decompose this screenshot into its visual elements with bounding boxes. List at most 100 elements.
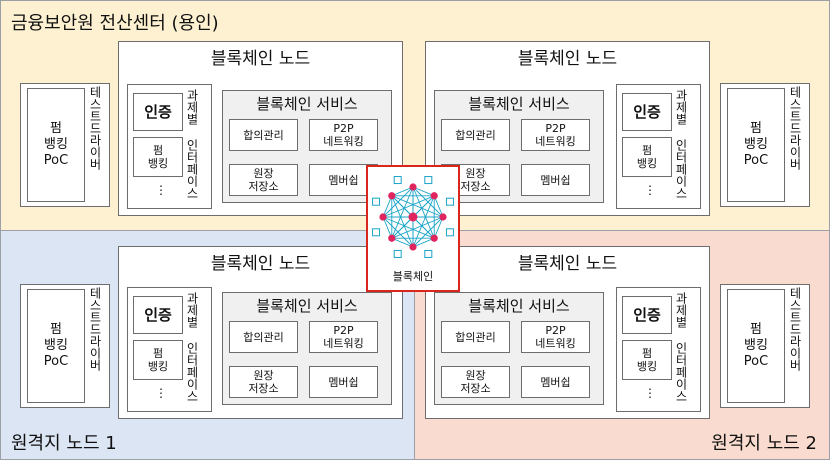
mesh-spoke bbox=[412, 216, 435, 239]
test-driver-box: 펌 뱅킹 PoC 테스트드라이버 bbox=[720, 83, 810, 207]
test-driver-label: 테스트드라이버 bbox=[88, 287, 102, 371]
banking-poc-box: 펌 뱅킹 PoC bbox=[727, 289, 785, 403]
computer-icon bbox=[393, 249, 402, 258]
interface-label: 과제별 인터페이스 bbox=[674, 292, 688, 402]
storage-box: 원장 저장소 bbox=[229, 164, 298, 196]
auth-box: 인증 bbox=[622, 296, 672, 334]
mesh-link bbox=[391, 186, 414, 197]
banking-poc-label: 펌 뱅킹 PoC bbox=[743, 322, 769, 369]
mesh-link bbox=[382, 195, 393, 218]
blockchain-service-box: 블록체인 서비스 합의관리 P2P 네트워킹 원장 저장소 멤버쉽 bbox=[222, 292, 392, 405]
auth-box: 인증 bbox=[622, 93, 672, 131]
mesh-link bbox=[433, 195, 444, 218]
banking-poc-box: 펌 뱅킹 PoC bbox=[27, 88, 85, 202]
auth-interface-box: 인증 펌 뱅킹 ⋮ 과제별 인터페이스 bbox=[616, 84, 701, 209]
consensus-box: 합의관리 bbox=[229, 321, 298, 353]
service-title: 블록체인 서비스 bbox=[468, 297, 570, 315]
p2p-box: P2P 네트워킹 bbox=[521, 119, 590, 151]
region-bottom-left-label: 원격지 노드 1 bbox=[11, 433, 117, 454]
consensus-box: 합의관리 bbox=[441, 119, 510, 151]
node-dot bbox=[430, 234, 438, 242]
test-driver-box: 펌 뱅킹 PoC 테스트드라이버 bbox=[20, 284, 110, 408]
region-top-label: 금융보안원 전산센터 (용인) bbox=[11, 13, 219, 34]
mesh-link bbox=[391, 195, 414, 248]
node-title: 블록체인 노드 bbox=[210, 49, 311, 69]
banking-box: 펌 뱅킹 bbox=[133, 340, 183, 380]
computer-icon bbox=[445, 228, 454, 237]
node-dot bbox=[430, 192, 438, 200]
mesh-link bbox=[412, 186, 435, 197]
banking-box: 펌 뱅킹 bbox=[622, 137, 672, 177]
auth-interface-box: 인증 펌 뱅킹 ⋮ 과제별 인터페이스 bbox=[127, 287, 212, 412]
region-bottom-right-label: 원격지 노드 2 bbox=[711, 433, 817, 454]
blockchain-node: 블록체인 노드 인증 펌 뱅킹 ⋮ 과제별 인터페이스 블록체인 서비스 합의관… bbox=[118, 246, 403, 419]
p2p-box: P2P 네트워킹 bbox=[521, 321, 590, 353]
banking-poc-label: 펌 뱅킹 PoC bbox=[43, 121, 69, 168]
banking-poc-label: 펌 뱅킹 PoC bbox=[43, 322, 69, 369]
blockchain-node: 블록체인 노드 블록체인 서비스 합의관리 P2P 네트워킹 원장 저장소 멤버… bbox=[425, 246, 710, 419]
auth-box: 인증 bbox=[133, 296, 183, 334]
banking-box: 펌 뱅킹 bbox=[133, 137, 183, 177]
computer-icon bbox=[424, 176, 433, 185]
membership-box: 멤버쉽 bbox=[521, 164, 590, 196]
p2p-box: P2P 네트워킹 bbox=[309, 321, 378, 353]
auth-interface-box: 인증 펌 뱅킹 ⋮ 과제별 인터페이스 bbox=[616, 287, 701, 412]
mesh-spoke bbox=[391, 216, 414, 239]
interface-label: 과제별 인터페이스 bbox=[185, 292, 199, 402]
test-driver-label: 테스트드라이버 bbox=[88, 86, 102, 170]
node-title: 블록체인 노드 bbox=[517, 49, 618, 69]
storage-box: 원장 저장소 bbox=[229, 366, 298, 398]
auth-box: 인증 bbox=[133, 93, 183, 131]
node-dot bbox=[388, 192, 396, 200]
blockchain-service-box: 블록체인 서비스 합의관리 P2P 네트워킹 원장 저장소 멤버쉽 bbox=[434, 90, 604, 203]
mesh-link bbox=[391, 237, 414, 248]
banking-poc-label: 펌 뱅킹 PoC bbox=[743, 121, 769, 168]
mesh-spoke bbox=[412, 195, 435, 218]
computer-icon bbox=[424, 249, 433, 258]
test-driver-box: 펌 뱅킹 PoC 테스트드라이버 bbox=[720, 284, 810, 408]
computer-icon bbox=[393, 176, 402, 185]
computer-icon bbox=[445, 197, 454, 206]
interface-label: 과제별 인터페이스 bbox=[674, 89, 688, 199]
test-driver-box: 펌 뱅킹 PoC 테스트드라이버 bbox=[20, 83, 110, 207]
test-driver-label: 테스트드라이버 bbox=[788, 86, 802, 170]
p2p-box: P2P 네트워킹 bbox=[309, 119, 378, 151]
membership-box: 멤버쉽 bbox=[521, 366, 590, 398]
ellipsis: ⋮ bbox=[155, 183, 167, 197]
storage-box: 원장 저장소 bbox=[441, 366, 510, 398]
node-title: 블록체인 노드 bbox=[517, 254, 618, 274]
blockchain-hub: 블록체인 bbox=[366, 165, 460, 292]
consensus-box: 합의관리 bbox=[229, 119, 298, 151]
banking-box: 펌 뱅킹 bbox=[622, 340, 672, 380]
interface-label: 과제별 인터페이스 bbox=[185, 89, 199, 199]
mesh-link bbox=[382, 216, 393, 239]
node-dot bbox=[439, 213, 447, 221]
service-title: 블록체인 서비스 bbox=[256, 95, 358, 113]
ellipsis: ⋮ bbox=[644, 183, 656, 197]
ellipsis: ⋮ bbox=[644, 386, 656, 400]
computer-icon bbox=[372, 228, 381, 237]
consensus-box: 합의관리 bbox=[441, 321, 510, 353]
banking-poc-box: 펌 뱅킹 PoC bbox=[727, 88, 785, 202]
node-title: 블록체인 노드 bbox=[210, 254, 311, 274]
service-title: 블록체인 서비스 bbox=[468, 95, 570, 113]
mesh-link bbox=[412, 237, 435, 248]
computer-icon bbox=[372, 197, 381, 206]
blockchain-service-box: 블록체인 서비스 합의관리 P2P 네트워킹 원장 저장소 멤버쉽 bbox=[434, 292, 604, 405]
node-dot bbox=[388, 234, 396, 242]
banking-poc-box: 펌 뱅킹 PoC bbox=[27, 289, 85, 403]
test-driver-label: 테스트드라이버 bbox=[788, 287, 802, 371]
membership-box: 멤버쉽 bbox=[309, 366, 378, 398]
node-dot bbox=[409, 183, 417, 191]
service-title: 블록체인 서비스 bbox=[256, 297, 358, 315]
center-node-dot bbox=[408, 212, 418, 222]
blockchain-service-box: 블록체인 서비스 합의관리 P2P 네트워킹 원장 저장소 멤버쉽 bbox=[222, 90, 392, 203]
hub-label: 블록체인 bbox=[392, 270, 434, 283]
ellipsis: ⋮ bbox=[155, 386, 167, 400]
blockchain-node: 블록체인 노드 블록체인 서비스 합의관리 P2P 네트워킹 원장 저장소 멤버… bbox=[425, 41, 710, 216]
blockchain-network-icon bbox=[372, 176, 454, 258]
auth-interface-box: 인증 펌 뱅킹 ⋮ 과제별 인터페이스 bbox=[127, 84, 212, 209]
mesh-spoke bbox=[391, 195, 414, 218]
mesh-link bbox=[391, 195, 444, 218]
blockchain-node: 블록체인 노드 인증 펌 뱅킹 ⋮ 과제별 인터페이스 블록체인 서비스 합의관… bbox=[118, 41, 403, 216]
